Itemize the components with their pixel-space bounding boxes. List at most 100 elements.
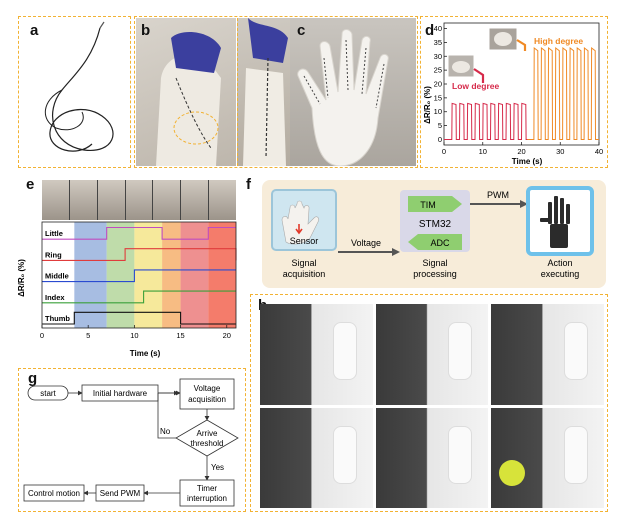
panel-f-letter: f: [246, 176, 251, 193]
gesture-photo-1: [42, 180, 69, 220]
panel-d-xlabel: Time (s): [512, 157, 543, 166]
gesture-photo-7: [209, 180, 237, 220]
panel-d-xtick-label: 40: [595, 147, 603, 156]
gesture-photo-5: [153, 180, 181, 220]
flowchart: start Initial hardware Voltage acquisiti…: [23, 378, 239, 507]
robot-gesture-photo-3: [491, 304, 604, 405]
panel-a-letter: a: [30, 22, 39, 39]
robot-gesture-photo-5: [375, 407, 489, 508]
panel-c-letter: c: [297, 22, 306, 39]
low-degree-arrow: [473, 68, 485, 83]
robot-hand-illustration: [540, 196, 570, 248]
gesture-photo-6: [181, 180, 209, 220]
robot-gesture-photo-4: [260, 407, 373, 508]
panel-d-ytick-label: 30: [434, 52, 442, 61]
low-degree-label: Low degree: [452, 81, 500, 91]
adc-label: ADC: [430, 238, 450, 248]
voltage-acquisition-node: [179, 378, 235, 410]
panel-b-letter: b: [141, 22, 151, 39]
robot-gesture-photo-1: [260, 304, 373, 405]
no-label: No: [160, 427, 171, 436]
voltage-acquisition-label-1: Voltage: [194, 384, 221, 393]
adc-arrow: [408, 234, 462, 250]
gesture-photo-strip: [42, 180, 237, 220]
control-motion-node: [23, 484, 85, 502]
panel-e-series-thumb: [42, 311, 236, 325]
panel-d-xtick-label: 10: [479, 147, 487, 156]
robot-gesture-grid: [260, 304, 604, 508]
panel-d-ytick-label: 0: [438, 135, 442, 144]
panel-e-xtick-label: 5: [86, 331, 90, 340]
threshold-label-1: Arrive: [197, 429, 218, 438]
panel-e-xlabel: Time (s): [130, 349, 161, 358]
signal-processing-label-2: processing: [413, 269, 457, 279]
high-degree-arrow: [516, 39, 527, 51]
panel-e-row-label: Thumb: [45, 314, 70, 323]
timer-label-2: interruption: [187, 494, 227, 503]
sensor-label: Sensor: [290, 236, 319, 246]
panel-b-frame: [134, 16, 418, 168]
panel-e-time-band: [208, 222, 236, 328]
panel-e-row-label: Ring: [45, 250, 62, 259]
high-degree-label: High degree: [534, 36, 583, 46]
panel-a-frame: [18, 16, 131, 168]
sensor-yarn-photo: [45, 21, 114, 152]
panel-e-series-little: [42, 226, 236, 240]
panel-d-xtick-label: 0: [442, 147, 446, 156]
panel-e-series-index: [42, 290, 236, 304]
gesture-photo-4: [125, 180, 153, 220]
panel-g-letter: g: [28, 370, 38, 387]
panel-d-ytick-label: 40: [434, 24, 442, 33]
panel-d-series-high-degree: [527, 47, 599, 140]
panel-e-time-band: [134, 222, 163, 328]
panel-e-row-label: Little: [45, 229, 63, 238]
gesture-photo-2: [69, 180, 97, 220]
gesture-photo-3: [97, 180, 125, 220]
yes-label: Yes: [211, 463, 224, 472]
signal-acquisition-label-1: Signal: [291, 258, 316, 268]
robot-gesture-photo-6: [491, 407, 604, 508]
glove-sewing-photo: [136, 18, 236, 166]
glove-sewing-zoom-photo: [237, 18, 290, 166]
panel-e-letter: e: [26, 176, 35, 193]
panel-d-ylabel: ΔR/R₀ (%): [423, 86, 432, 124]
panel-d-ytick-label: 5: [438, 121, 442, 130]
signal-processing-label-1: Signal: [422, 258, 447, 268]
panel-e-xtick-label: 20: [223, 331, 231, 340]
panel-e-time-band: [180, 222, 209, 328]
start-label: start: [40, 389, 56, 398]
sensor-glove-photo: [290, 18, 416, 166]
pwm-label: PWM: [487, 190, 509, 200]
send-pwm-label: Send PWM: [100, 489, 141, 498]
signal-acquisition-label-2: acquisition: [283, 269, 326, 279]
panel-e-xtick-label: 10: [130, 331, 138, 340]
panel-d-xtick-label: 20: [517, 147, 525, 156]
timer-interruption-node: [179, 479, 235, 507]
action-executing-label-1: Action: [547, 258, 572, 268]
panel-d-ytick-label: 25: [434, 66, 442, 75]
initial-hardware-label: Initial hardware: [93, 389, 148, 398]
panel-e-ylabel: ΔR/R₀ (%): [17, 259, 26, 297]
panel-e-row-label: Middle: [45, 272, 69, 281]
panel-d-ytick-label: 10: [434, 107, 442, 116]
threshold-decision-node: [175, 419, 239, 457]
panel-h-frame: [250, 294, 608, 512]
stm32-label: STM32: [419, 219, 452, 230]
action-executing-label-2: executing: [541, 269, 580, 279]
voltage-label: Voltage: [351, 238, 381, 248]
panel-e-xtick-label: 0: [40, 331, 44, 340]
panel-d-letter: d: [425, 22, 435, 39]
control-flow-diagram: Sensor Signal acquisition Voltage TIM ST…: [271, 186, 594, 279]
panel-e-time-band: [106, 222, 135, 328]
panel-d-series-low-degree: [444, 102, 530, 140]
hand-sensor-illustration: [281, 200, 319, 245]
tim-label: TIM: [420, 200, 436, 210]
panel-d-xtick-label: 30: [556, 147, 564, 156]
panel-e-plot-frame: [41, 221, 237, 329]
panel-d-ytick-label: 20: [434, 80, 442, 89]
control-motion-label: Control motion: [28, 489, 80, 498]
panel-d-ytick-label: 15: [434, 93, 442, 102]
tim-arrow: [408, 196, 462, 212]
